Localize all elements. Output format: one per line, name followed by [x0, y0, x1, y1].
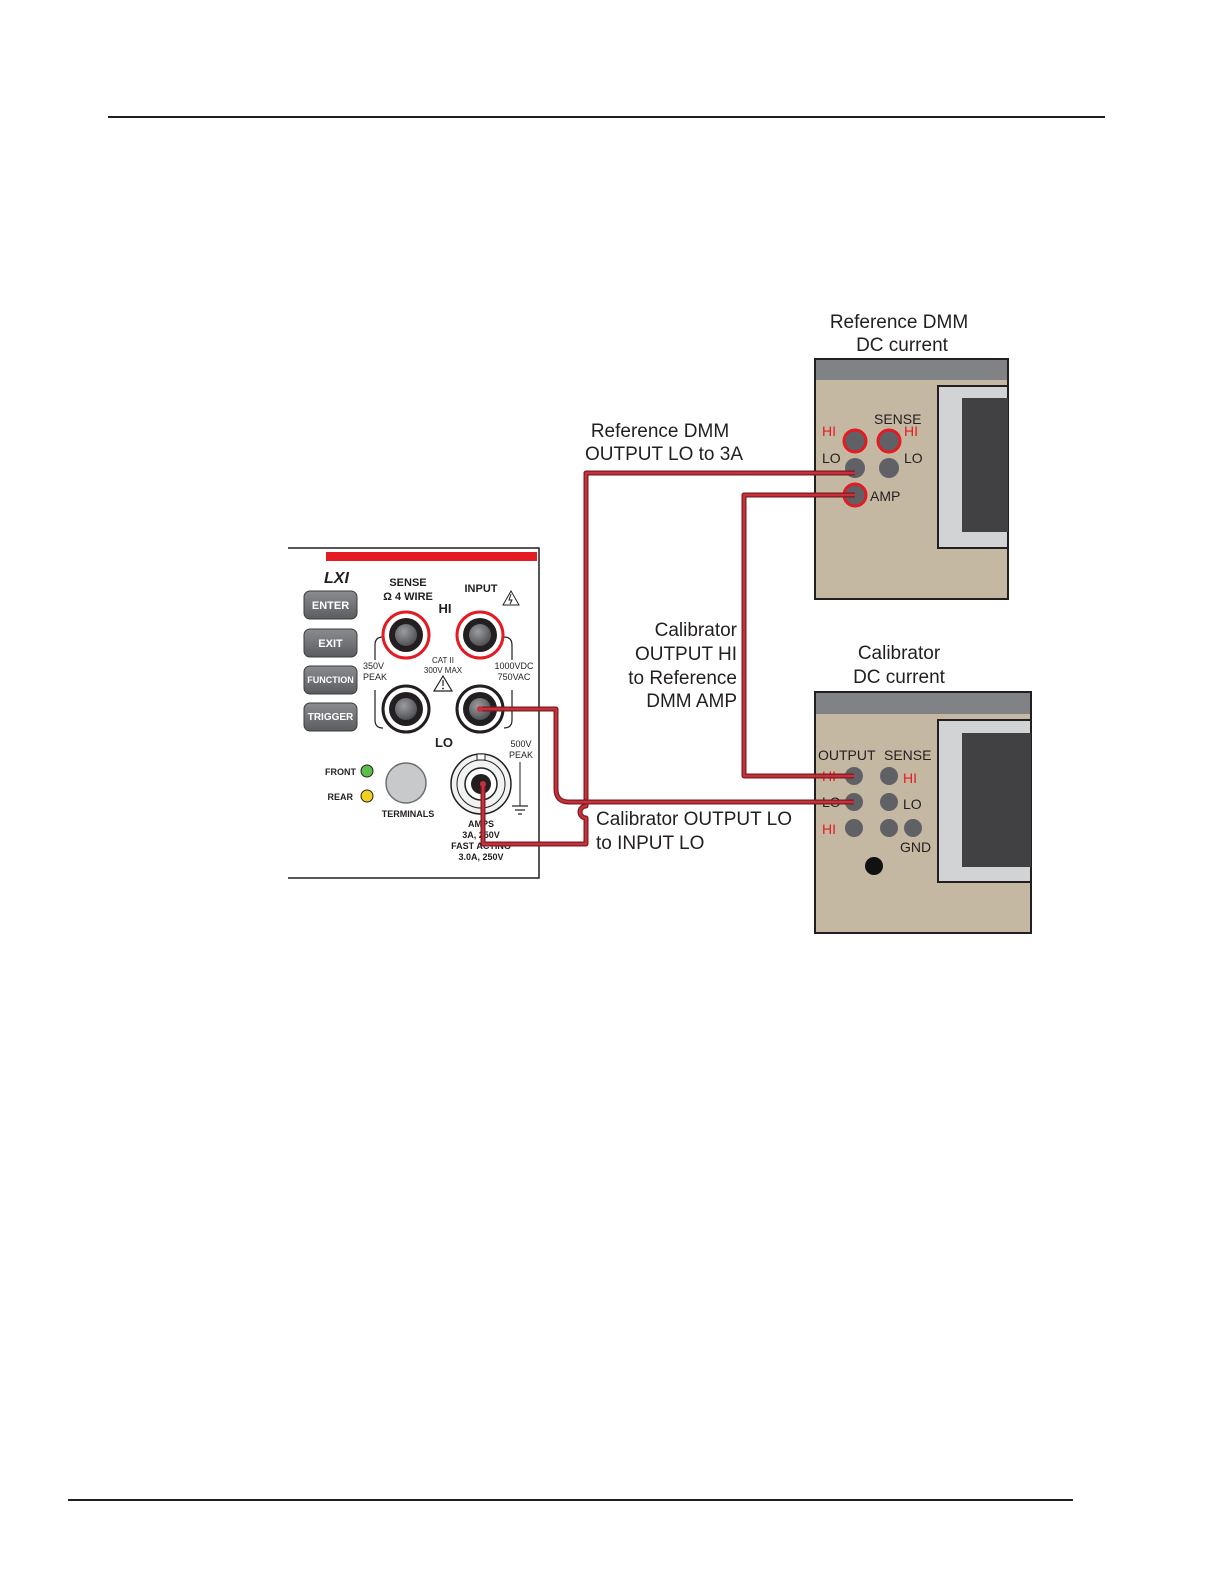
1000vdc-label: 1000VDC: [494, 661, 534, 671]
wire-cal-lo-label-line2: to INPUT LO: [596, 833, 704, 854]
fast-acting-label: FAST ACTING: [451, 841, 511, 851]
ref-dmm-sense-hi-terminal[interactable]: [876, 428, 902, 454]
ref-dmm-lo-left-label: LO: [822, 450, 841, 466]
calibrator-sense-lo-terminal[interactable]: [880, 793, 898, 811]
exit-button[interactable]: [303, 628, 358, 658]
calibrator-terminal[interactable]: [880, 819, 898, 837]
rear-label: REAR: [327, 792, 353, 802]
750vac-label: 750VAC: [498, 672, 531, 682]
exit-button-label: EXIT: [318, 638, 343, 650]
wire-ref-lo-label-line1: Reference DMM: [591, 421, 729, 442]
ref-dmm-title-line1: Reference DMM: [830, 312, 968, 333]
reference-dmm-display: [962, 398, 1008, 532]
calibrator-sense-hi-terminal[interactable]: [880, 767, 898, 785]
ref-dmm-lo-right-label: LO: [904, 450, 923, 466]
amps-terminal-key: [476, 753, 486, 761]
calibrator-title-line2: DC current: [853, 667, 946, 688]
calibrator-top-bar: [816, 693, 1030, 714]
ref-dmm-title-line2: DC current: [856, 335, 949, 356]
wire-cal-hi-label-line1: Calibrator: [655, 620, 738, 641]
left-lower-bracket: [374, 690, 384, 729]
lxi-logo: LXI: [324, 570, 349, 587]
ref-dmm-sense-label: SENSE: [874, 411, 921, 427]
caution-icon: [432, 674, 454, 692]
calibrator-display: [962, 733, 1031, 867]
calibrator-hi-bottom-label: HI: [822, 821, 836, 837]
wire-cal-hi-label-line3: to Reference: [628, 668, 737, 689]
ref-dmm-hi-left-label: HI: [822, 423, 836, 439]
wire-end-3a: [480, 781, 486, 787]
calibrator-output-label: OUTPUT: [818, 747, 876, 763]
lo-label: LO: [435, 735, 453, 750]
trigger-button[interactable]: [303, 702, 358, 732]
wire-cal-lo-label-line1: Calibrator OUTPUT LO: [596, 809, 792, 830]
right-lower-bracket: [503, 690, 513, 729]
reference-dmm-top-bar: [816, 360, 1007, 380]
ref-dmm-sense-lo-terminal[interactable]: [879, 458, 899, 478]
hi-label: HI: [439, 601, 452, 616]
calibrator-sense-lo-label: LO: [903, 796, 922, 812]
300v-max-label: 300V MAX: [424, 666, 463, 675]
left-upper-bracket: [374, 636, 384, 660]
wire-cal-hi-to-amp[interactable]: [742, 493, 855, 778]
500v-label: 500V: [510, 739, 531, 749]
sense-4-wire-label: Ω 4 WIRE: [383, 591, 433, 603]
dmm-front-panel: LXI ENTER EXIT FUNCTION TRIGGER SENSE Ω …: [288, 547, 540, 879]
500v-peak-label: PEAK: [509, 750, 533, 760]
sense-hi-terminal-core: [395, 624, 417, 646]
header-rule: [108, 116, 1105, 118]
function-button-label: FUNCTION: [307, 675, 354, 685]
ref-dmm-hi-terminal[interactable]: [842, 428, 868, 454]
front-led: [360, 764, 374, 778]
right-upper-bracket: [503, 636, 513, 660]
sense-label: SENSE: [389, 577, 426, 589]
wire-ref-lo-label-line2: OUTPUT LO to 3A: [585, 444, 743, 465]
calibrator-ground-jack[interactable]: [865, 857, 883, 875]
calibrator-sense-hi-label: HI: [903, 770, 917, 786]
wire-cal-lo-to-input-lo[interactable]: [480, 707, 854, 804]
enter-button[interactable]: [303, 590, 358, 620]
wire-cal-hi-label-line2: OUTPUT HI: [635, 644, 737, 665]
ground-icon: [512, 762, 528, 815]
wire-cal-hi-label-line4: DMM AMP: [646, 691, 737, 712]
calibrator-gnd-terminal[interactable]: [904, 819, 922, 837]
350v-peak-label: PEAK: [363, 672, 387, 682]
cat-ii-label: CAT II: [432, 656, 454, 665]
front-label: FRONT: [325, 767, 356, 777]
calibrator-sense-label: SENSE: [884, 747, 931, 763]
calibrator-hi-terminal[interactable]: [845, 819, 863, 837]
ref-dmm-amp-label: AMP: [870, 488, 900, 504]
sense-lo-terminal-core: [395, 698, 417, 720]
hazard-warning-icon: [502, 589, 520, 606]
dmm-panel-red-band: [326, 552, 537, 561]
terminals-label: TERMINALS: [382, 809, 435, 819]
trigger-button-label: TRIGGER: [308, 712, 354, 723]
rear-led: [360, 789, 374, 803]
wires: [480, 470, 855, 847]
callout-labels: Reference DMM DC current Calibrator DC c…: [585, 312, 968, 854]
calibrator: OUTPUT SENSE HI LO HI LO HI GND: [814, 691, 1032, 934]
footer-rule: [68, 1499, 1073, 1501]
input-label: INPUT: [465, 583, 498, 595]
calibrator-title-line1: Calibrator: [858, 643, 941, 664]
reference-dmm: SENSE HI HI LO LO AMP: [814, 358, 1009, 600]
terminals-switch-button[interactable]: [385, 762, 427, 804]
wire-end-input-lo: [477, 706, 483, 712]
function-button[interactable]: [303, 665, 358, 695]
350v-label: 350V: [363, 661, 384, 671]
input-hi-terminal-core: [469, 624, 491, 646]
enter-button-label: ENTER: [312, 600, 349, 612]
calibrator-gnd-label: GND: [900, 839, 931, 855]
fuse-rating-label: 3.0A, 250V: [458, 852, 503, 862]
wire-ref-lo-to-3a[interactable]: [481, 471, 855, 846]
ref-dmm-hi-right-label: HI: [904, 423, 918, 439]
